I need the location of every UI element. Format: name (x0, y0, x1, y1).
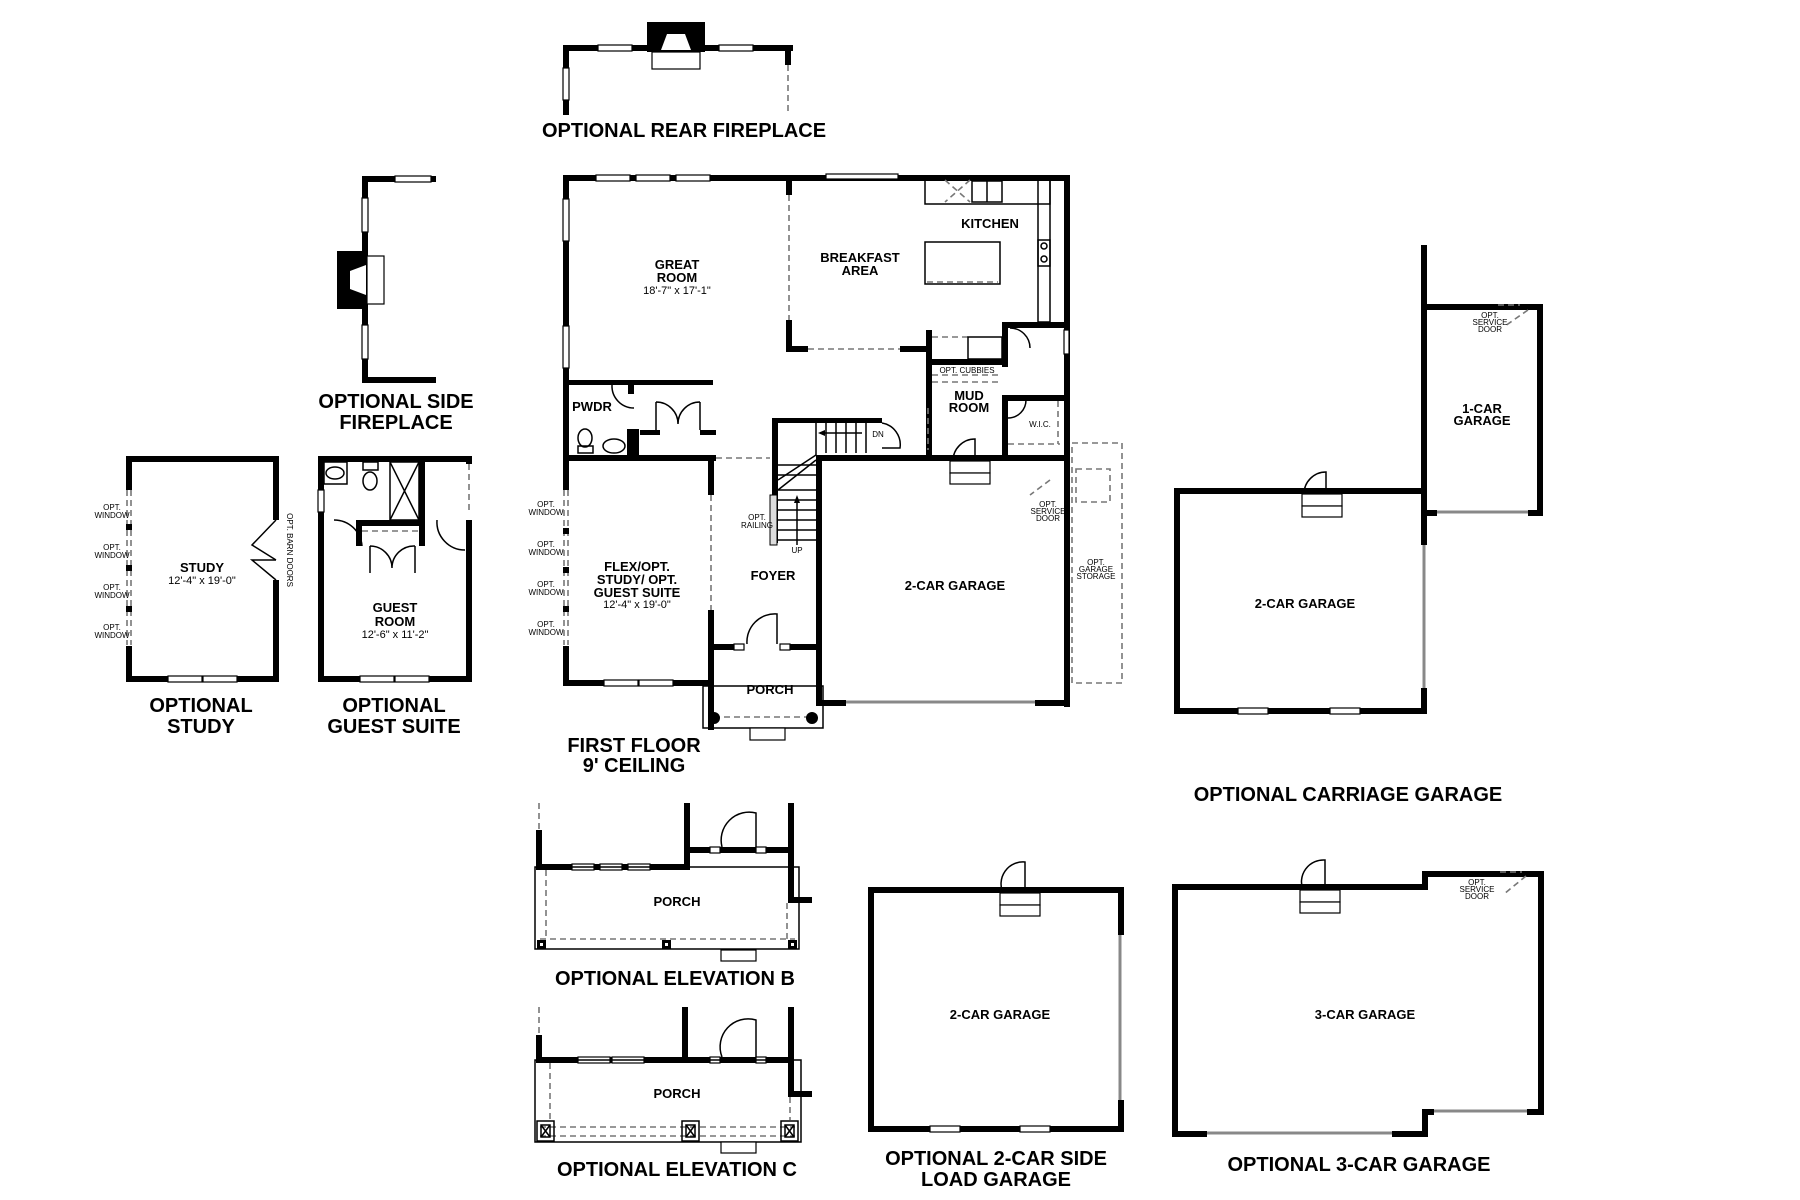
three-car-opt-service-door-3: DOOR (1465, 892, 1489, 901)
optional-side-fireplace: OPTIONAL SIDE FIREPLACE (318, 175, 474, 434)
caption-elevation-b: OPTIONAL ELEVATION B (555, 968, 795, 990)
caption-side-load-2: LOAD GARAGE (921, 1169, 1071, 1191)
mud-room-name-2: ROOM (949, 400, 989, 415)
fireplace-icon (647, 22, 705, 70)
one-car-garage-name-2: GARAGE (1453, 413, 1510, 428)
opt-garage-storage-1: OPT. (1087, 558, 1105, 567)
caption-study-2: STUDY (167, 716, 235, 738)
guest-room-name-1: GUEST (373, 600, 418, 615)
elevation-c-porch-name: PORCH (654, 1086, 701, 1101)
svg-text:WINDOW: WINDOW (94, 551, 130, 560)
one-car-garage-name-1: 1-CAR (1462, 401, 1502, 416)
caption-study-1: OPTIONAL (149, 695, 252, 717)
svg-text:OPT.: OPT. (537, 580, 555, 589)
guest-room-name-2: ROOM (375, 614, 415, 629)
opt-garage-storage-2: GARAGE (1079, 565, 1113, 574)
svg-text:OPT.: OPT. (537, 620, 555, 629)
opt-service-door-2: SERVICE (1031, 507, 1066, 516)
svg-text:WINDOW: WINDOW (528, 548, 564, 557)
svg-text:WINDOW: WINDOW (528, 588, 564, 597)
opt-cubbies-label: OPT. CUBBIES (939, 366, 994, 375)
three-car-opt-service-door-1: OPT. (1468, 878, 1486, 887)
carriage-opt-service-door-2: SERVICE (1473, 318, 1508, 327)
stair-dn-label: DN (872, 430, 884, 439)
first-floor-plan: KITCHEN OPT. CUBBIES MUD ROOM W.I.C. PWD (528, 173, 1123, 777)
kitchen-name: KITCHEN (961, 216, 1019, 231)
caption-elevation-c: OPTIONAL ELEVATION C (557, 1159, 797, 1181)
carriage-two-car-name: 2-CAR GARAGE (1255, 596, 1356, 611)
flex-name-3: GUEST SUITE (594, 585, 681, 600)
svg-text:WINDOW: WINDOW (528, 628, 564, 637)
svg-text:WINDOW: WINDOW (94, 631, 130, 640)
svg-text:OPT.: OPT. (103, 623, 121, 632)
optional-rear-fireplace: OPTIONAL REAR FIREPLACE (542, 22, 826, 142)
three-car-garage-name: 3-CAR GARAGE (1315, 1007, 1416, 1022)
optional-guest-suite: GUEST ROOM 12'-6" x 11'-2" OPTIONAL GUES… (317, 456, 472, 738)
opt-railing-label-2: RAILING (741, 521, 773, 530)
three-car-opt-service-door-2: SERVICE (1460, 885, 1495, 894)
carriage-opt-service-door-3: DOOR (1478, 325, 1502, 334)
optional-study: OPT. BARN DOORS OPT. WINDOW OPT. WINDOW … (94, 456, 294, 738)
caption-three-car-garage: OPTIONAL 3-CAR GARAGE (1228, 1154, 1491, 1176)
column-icon (780, 1120, 799, 1142)
wic-label: W.I.C. (1029, 420, 1051, 429)
breakfast-name-2: AREA (842, 263, 879, 278)
caption-guest-suite-1: OPTIONAL (342, 695, 445, 717)
opt-barn-doors-label: OPT. BARN DOORS (285, 513, 294, 587)
optional-side-load-garage: 2-CAR GARAGE OPTIONAL 2-CAR SIDE LOAD GA… (868, 861, 1124, 1191)
stair-up-label: UP (791, 546, 802, 555)
svg-text:OPT.: OPT. (103, 503, 121, 512)
pwdr-name: PWDR (572, 399, 612, 414)
svg-text:OPT.: OPT. (103, 543, 121, 552)
study-opt-window-labels: OPT. WINDOW OPT. WINDOW OPT. WINDOW OPT.… (94, 503, 130, 640)
foyer-name: FOYER (751, 568, 796, 583)
guest-room-dims: 12'-6" x 11'-2" (362, 629, 429, 641)
column-icon (681, 1120, 700, 1142)
flex-name-2: STUDY/ OPT. (597, 572, 677, 587)
study-room-name: STUDY (180, 560, 224, 575)
flex-name-1: FLEX/OPT. (604, 559, 670, 574)
svg-text:OPT.: OPT. (537, 500, 555, 509)
great-room-name-1: GREAT (655, 257, 700, 272)
flex-opt-window-labels: OPT. WINDOW OPT. WINDOW OPT. WINDOW OPT.… (528, 500, 564, 637)
side-load-garage-name: 2-CAR GARAGE (950, 1007, 1051, 1022)
study-room-dims: 12'-4" x 19'-0" (168, 575, 236, 587)
porch-name: PORCH (747, 682, 794, 697)
caption-side-fireplace-2: FIREPLACE (339, 412, 452, 434)
caption-carriage-garage: OPTIONAL CARRIAGE GARAGE (1194, 784, 1503, 806)
opt-garage-storage-3: STORAGE (1077, 572, 1116, 581)
great-room-dims: 18'-7" x 17'-1" (643, 285, 711, 297)
flex-dims: 12'-4" x 19'-0" (603, 599, 671, 611)
caption-guest-suite-2: GUEST SUITE (327, 716, 460, 738)
breakfast-name-1: BREAKFAST (820, 250, 900, 265)
optional-carriage-garage: OPT. SERVICE DOOR 1-CAR GARAGE 2-CAR GAR… (1174, 245, 1543, 806)
garage-name: 2-CAR GARAGE (905, 578, 1006, 593)
caption-first-floor-2: 9' CEILING (583, 755, 686, 777)
optional-elevation-c: PORCH OPTIONAL ELEVATION C (534, 1007, 812, 1181)
great-room-name-2: ROOM (657, 270, 697, 285)
elevation-b-porch-name: PORCH (654, 894, 701, 909)
opt-service-door-1: OPT. (1039, 500, 1057, 509)
caption-side-fireplace-1: OPTIONAL SIDE (318, 391, 473, 413)
optional-elevation-b: PORCH OPTIONAL ELEVATION B (534, 803, 812, 990)
caption-first-floor-1: FIRST FLOOR (567, 735, 701, 757)
svg-text:WINDOW: WINDOW (528, 508, 564, 517)
carriage-opt-service-door-1: OPT. (1481, 311, 1499, 320)
opt-service-door-3: DOOR (1036, 514, 1060, 523)
svg-text:OPT.: OPT. (537, 540, 555, 549)
caption-rear-fireplace: OPTIONAL REAR FIREPLACE (542, 120, 826, 142)
svg-text:WINDOW: WINDOW (94, 591, 130, 600)
svg-text:OPT.: OPT. (103, 583, 121, 592)
opt-railing-label-1: OPT. (748, 513, 766, 522)
mud-room-name-1: MUD (954, 388, 984, 403)
column-icon (536, 1120, 555, 1142)
fireplace-icon (337, 251, 385, 309)
caption-side-load-1: OPTIONAL 2-CAR SIDE (885, 1148, 1107, 1170)
optional-three-car-garage: OPT. SERVICE DOOR 3-CAR GARAGE OPTIONAL … (1172, 859, 1544, 1176)
svg-text:WINDOW: WINDOW (94, 511, 130, 520)
